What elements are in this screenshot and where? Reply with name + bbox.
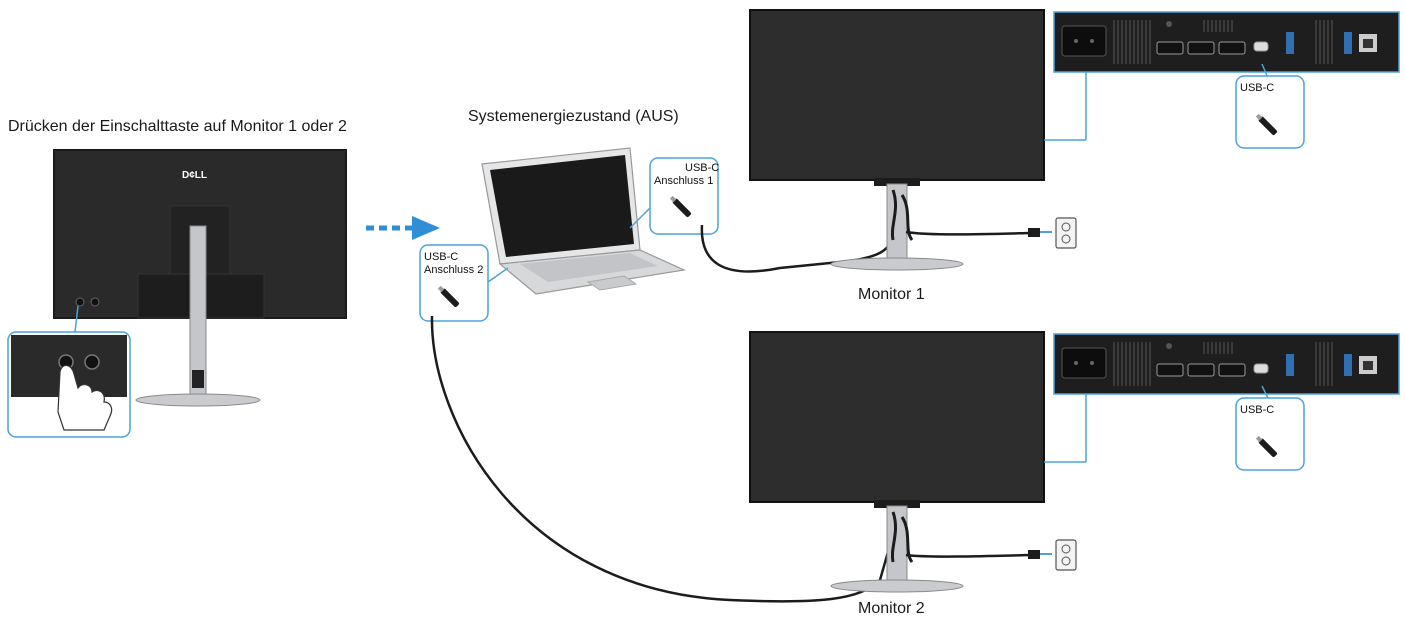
- monitor1-label: Monitor 1: [858, 286, 925, 303]
- press-instruction: Drücken der Einschalttaste auf Monitor 1…: [8, 118, 347, 135]
- monitor1-rear-panel: [1044, 11, 1400, 149]
- port1-label-line2: Anschluss 1: [654, 175, 714, 187]
- monitor2-rear-panel: [1044, 333, 1400, 471]
- monitor2-port-label: USB-C: [1240, 404, 1275, 416]
- cable-monitor2: [430, 315, 892, 603]
- port1-label-line1: USB-C: [685, 162, 720, 174]
- cable-monitor1: [700, 224, 895, 273]
- monitor-1: [749, 9, 1077, 271]
- port1-callout: [629, 157, 719, 235]
- port2-callout: [419, 244, 509, 322]
- port2-label-line2: Anschluss 2: [424, 264, 484, 276]
- power-outlet-icon: [1055, 539, 1077, 571]
- monitor-2: [749, 331, 1077, 593]
- laptop: [481, 147, 687, 295]
- monitor2-label: Monitor 2: [858, 600, 925, 617]
- arrow-right-icon: [366, 216, 440, 240]
- power-outlet-icon: [1055, 217, 1077, 249]
- system-state: Systemenergiezustand (AUS): [468, 108, 679, 125]
- monitor1-port-label: USB-C: [1240, 82, 1275, 94]
- rear-monitor: [53, 149, 347, 407]
- port2-label-line1: USB-C: [424, 251, 459, 263]
- power-button-callout: [7, 305, 131, 438]
- brand-logo: D¢LL: [182, 170, 207, 181]
- power-plug-icon: [1028, 228, 1040, 237]
- power-plug-icon: [1028, 550, 1040, 559]
